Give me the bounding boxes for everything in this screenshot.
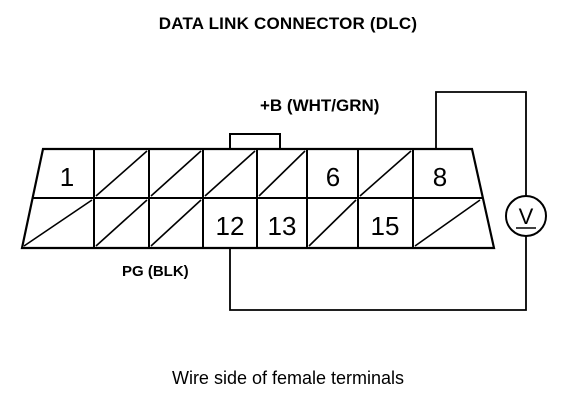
pin-12-label: 12 (216, 211, 245, 241)
meter-circuit-wiring (229, 91, 527, 311)
power-wire-label: +B (WHT/GRN) (260, 96, 379, 115)
diagram-caption: Wire side of female terminals (171, 368, 405, 388)
pin-8-label: 8 (433, 162, 447, 192)
cell-dividers (93, 149, 414, 248)
pin-15-label: 15 (371, 211, 400, 241)
pin-6-label: 6 (326, 162, 340, 192)
ground-wire-label: PG (BLK) (122, 263, 189, 280)
pin-13-label: 13 (268, 211, 297, 241)
pin-1-label: 1 (60, 162, 74, 192)
unused-cell-hatches (23, 150, 481, 247)
diagram-title: DATA LINK CONNECTOR (DLC) (158, 14, 418, 33)
voltmeter-icon (505, 195, 547, 237)
connector-latch (229, 133, 281, 150)
voltmeter-symbol: V (519, 204, 534, 229)
